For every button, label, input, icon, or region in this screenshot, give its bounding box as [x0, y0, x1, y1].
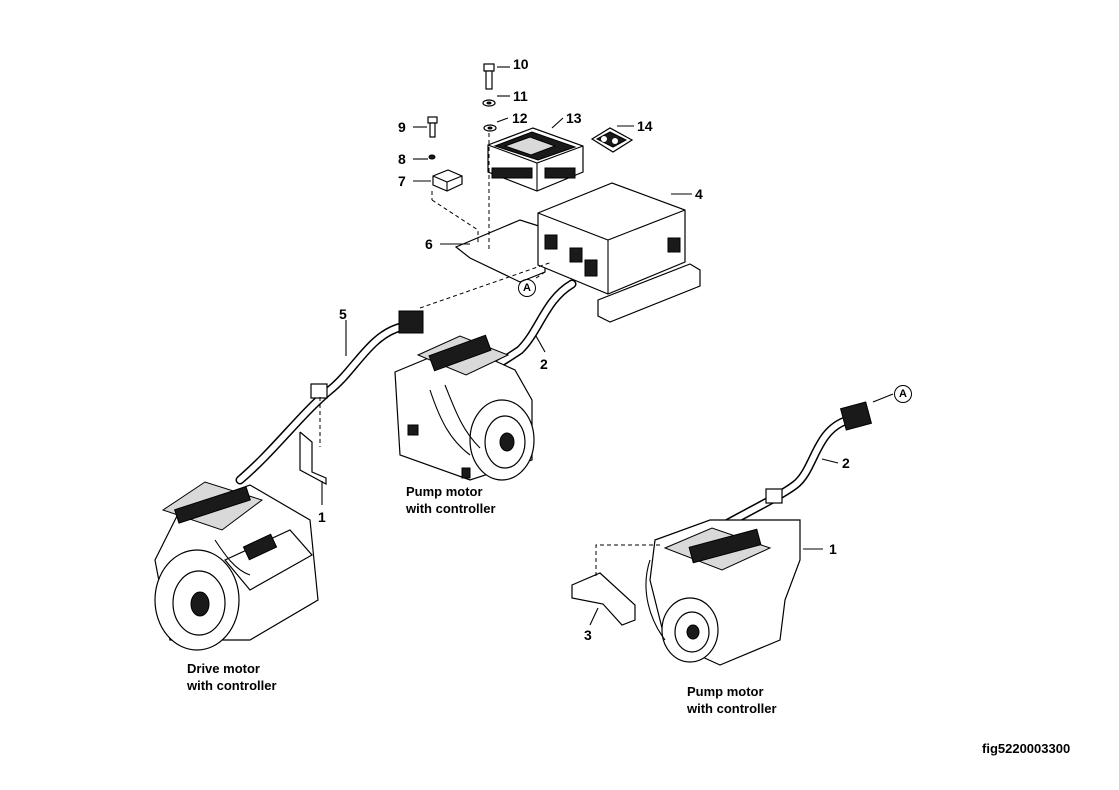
caption-pump-motor-right: Pump motor with controller	[687, 683, 777, 717]
block-7	[432, 169, 463, 192]
callout-3: 3	[584, 627, 592, 643]
controller-unit-13	[487, 127, 584, 192]
pump-motor-right	[645, 519, 823, 666]
callout-12: 12	[512, 110, 528, 126]
filter-plate-14	[590, 127, 634, 153]
washer-12	[483, 124, 497, 132]
washer-8	[428, 154, 436, 160]
callout-1-left: 1	[318, 509, 326, 525]
mount-plate-6	[454, 219, 546, 283]
callout-6: 6	[425, 236, 433, 252]
drive-motor	[154, 481, 319, 651]
caption-line: with controller	[187, 678, 277, 693]
connector-a-leaders	[535, 271, 546, 279]
callout-4: 4	[695, 186, 703, 202]
caption-pump-motor-center: Pump motor with controller	[406, 483, 496, 517]
cable-5	[235, 310, 424, 485]
figure-id: fig5220003300	[982, 741, 1071, 756]
callout-2-right: 2	[842, 455, 850, 471]
caption-line: Pump motor	[406, 484, 483, 499]
washer-11	[482, 99, 496, 107]
callout-10: 10	[513, 56, 529, 72]
leader-lines	[413, 66, 692, 309]
callout-9: 9	[398, 119, 406, 135]
callout-8: 8	[398, 151, 406, 167]
caption-drive-motor: Drive motor with controller	[187, 660, 277, 694]
callout-1-right: 1	[829, 541, 837, 557]
callout-2-center: 2	[540, 356, 548, 372]
connector-ref-a-center: A	[518, 279, 536, 297]
callout-5: 5	[339, 306, 347, 322]
bracket-3	[571, 544, 660, 626]
bracket-1-left	[299, 397, 327, 505]
caption-line: Pump motor	[687, 684, 764, 699]
caption-line: Drive motor	[187, 661, 260, 676]
callout-11: 11	[513, 88, 528, 104]
caption-line: with controller	[406, 501, 496, 516]
caption-line: with controller	[687, 701, 777, 716]
pump-motor-center	[394, 334, 535, 481]
bolt-10	[483, 63, 495, 90]
callout-13: 13	[566, 110, 582, 126]
connector-ref-a-right: A	[894, 385, 912, 403]
callout-14: 14	[637, 118, 653, 134]
bolt-9	[427, 116, 438, 138]
control-box-4	[537, 182, 701, 323]
callout-7: 7	[398, 173, 406, 189]
